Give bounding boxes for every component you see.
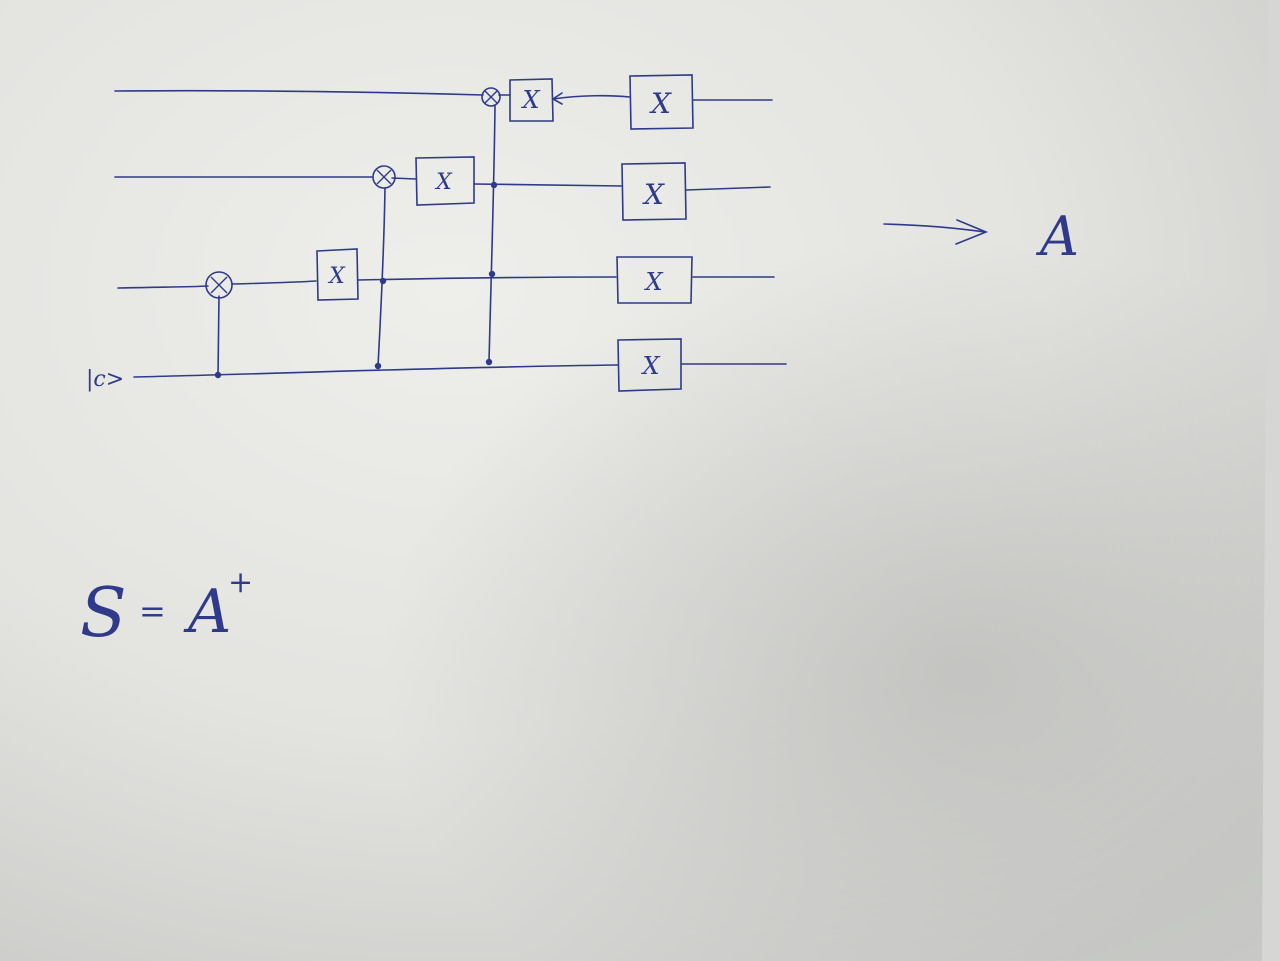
equation-rhs: A <box>183 577 231 647</box>
x-gate-label: X <box>649 87 672 120</box>
x-gate-label: X <box>642 178 665 211</box>
wire-2 <box>117 276 775 289</box>
x-gate: X <box>629 74 694 130</box>
x-gate: X <box>616 256 693 304</box>
x-gate: X <box>621 162 687 221</box>
control-line-3 <box>488 105 496 363</box>
control-dot <box>488 270 496 278</box>
x-gate-label: X <box>643 268 663 296</box>
equation-equals: = <box>139 592 166 630</box>
equation-superscript: + <box>228 565 253 600</box>
control-dots <box>214 181 498 379</box>
x-gate-label: X <box>434 170 453 195</box>
cnot-targets <box>205 87 501 299</box>
control-dot <box>490 181 498 189</box>
input-state-label: |c> <box>86 367 124 392</box>
control-dot <box>374 362 382 370</box>
x-gate-label: X <box>640 352 660 380</box>
x-gate-label: X <box>520 86 540 114</box>
wire-3 <box>133 363 787 378</box>
x-gate: X <box>617 338 682 392</box>
wire-1 <box>114 176 771 191</box>
x-gate: X <box>316 248 359 301</box>
x-gate: X <box>509 78 554 122</box>
control-dot <box>485 358 493 366</box>
arrow-right-icon <box>883 219 989 245</box>
paper-edge <box>1262 0 1280 961</box>
circuit-wires <box>114 89 787 378</box>
control-line-1 <box>217 295 220 376</box>
wire-0 <box>114 89 773 101</box>
cnot-target-icon <box>205 271 233 299</box>
x-gate: X <box>415 156 475 206</box>
arrowhead-icon <box>551 92 563 105</box>
cnot-target-icon <box>481 87 501 107</box>
equation-lhs: S <box>80 574 127 653</box>
result: A <box>883 205 1079 268</box>
x-gate-label: X <box>327 264 346 289</box>
equation: S = A + <box>80 565 253 653</box>
control-dot <box>379 277 387 285</box>
quantum-circuit: X X X X X <box>86 74 787 392</box>
result-label: A <box>1035 205 1079 268</box>
cnot-target-icon <box>372 165 396 189</box>
x-gates: X X X X X <box>316 74 694 392</box>
control-dot <box>214 371 222 379</box>
